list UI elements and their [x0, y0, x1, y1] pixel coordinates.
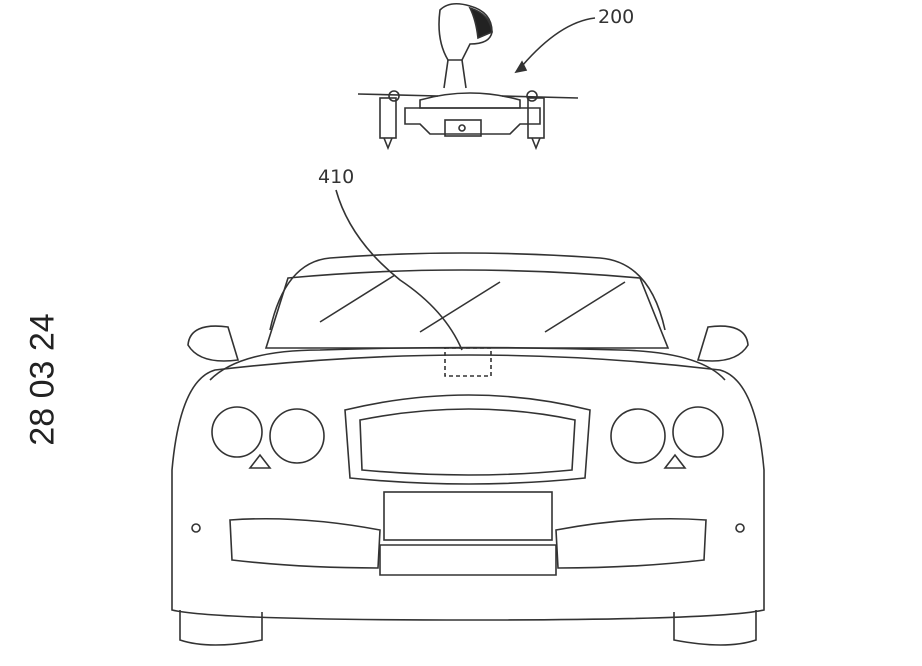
leader-arrow-200 [521, 17, 596, 67]
drone-label: 200 [598, 6, 635, 28]
sensor-label: 410 [318, 166, 355, 188]
sensor-region-410 [444, 347, 492, 377]
drone [357, 2, 579, 151]
leader-line-410 [335, 189, 463, 351]
side-date: 28 03 24 [23, 313, 62, 446]
car [171, 252, 765, 646]
